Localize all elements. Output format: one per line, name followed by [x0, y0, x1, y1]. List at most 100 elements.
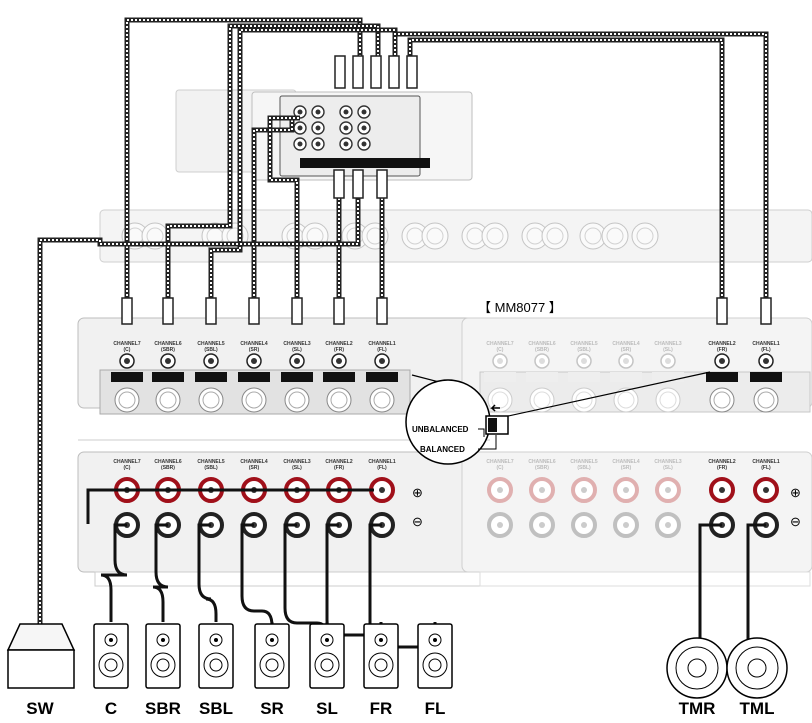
channel-sub: (SL) — [292, 465, 302, 471]
speaker-tml: TML — [726, 637, 788, 718]
channel-sub: (C) — [124, 465, 131, 471]
receiver-panel — [99, 89, 812, 263]
channel-sub: (SBR) — [161, 465, 175, 471]
channel-name: CHANNEL5 — [197, 341, 224, 347]
channel-name: CHANNEL1 — [752, 459, 779, 465]
amp-channel: CHANNEL3(SL)CHANNEL3(SL) — [652, 341, 684, 538]
channel-sub: (SR) — [249, 465, 260, 471]
channel-sub: (SR) — [621, 347, 632, 353]
channel-name: CHANNEL6 — [154, 341, 181, 347]
unbalanced-switch — [152, 372, 184, 382]
channel-name: CHANNEL4 — [240, 459, 267, 465]
channel-sub: (SBL) — [577, 347, 591, 353]
speaker-label: SBR — [145, 699, 181, 718]
unbalanced-switch — [526, 372, 558, 382]
unbalanced-switch — [281, 372, 313, 382]
channel-sub: (C) — [124, 347, 131, 353]
channel-name: CHANNEL3 — [654, 341, 681, 347]
callout-balanced: BALANCED — [420, 445, 465, 454]
speaker-label: SBL — [199, 699, 233, 718]
speaker-tmr: TMR — [666, 637, 728, 718]
channel-sub: (FR) — [717, 347, 727, 353]
amp-channel: CHANNEL2(FR)CHANNEL2(FR) — [706, 341, 738, 538]
speaker-label: FL — [425, 699, 446, 718]
channel-sub: (SL) — [663, 347, 673, 353]
plus-symbol-right: ⊕ — [790, 485, 801, 500]
channel-name: CHANNEL1 — [368, 459, 395, 465]
channel-sub: (FR) — [334, 347, 344, 353]
unbalance-bar — [300, 158, 430, 168]
switch-knob — [488, 418, 497, 432]
channel-sub: (SBR) — [161, 347, 175, 353]
channel-sub: (SBR) — [535, 347, 549, 353]
channel-sub: (SR) — [249, 347, 260, 353]
minus-symbol-right: ⊖ — [790, 514, 801, 529]
plus-symbol: ⊕ — [412, 485, 423, 500]
channel-name: CHANNEL6 — [528, 341, 555, 347]
channel-name: CHANNEL2 — [708, 341, 735, 347]
callout-unbalanced: UNBALANCED — [412, 425, 469, 434]
channel-name: CHANNEL1 — [368, 341, 395, 347]
channel-sub: (SBL) — [204, 347, 218, 353]
channel-sub: (FR) — [717, 465, 727, 471]
speaker-c: C — [93, 623, 129, 718]
cables — [37, 17, 772, 640]
channel-sub: (FL) — [377, 347, 387, 353]
channel-name: CHANNEL1 — [752, 341, 779, 347]
speaker-label: SL — [316, 699, 338, 718]
channel-sub: (SBL) — [577, 465, 591, 471]
amp-channel: CHANNEL7(C)CHANNEL7(C) — [484, 341, 516, 538]
channel-sub: (SL) — [292, 347, 302, 353]
amp-right: CHANNEL7(C)CHANNEL7(C)CHANNEL6(SBR)CHANN… — [461, 317, 812, 587]
channel-sub: (C) — [497, 465, 504, 471]
channel-name: CHANNEL2 — [325, 459, 352, 465]
channel-sub: (SL) — [663, 465, 673, 471]
channel-name: CHANNEL7 — [486, 341, 513, 347]
speaker-label: TML — [740, 699, 775, 718]
channel-name: CHANNEL5 — [570, 459, 597, 465]
amp-channel: CHANNEL4(SR)CHANNEL4(SR) — [610, 341, 642, 538]
channel-sub: (FR) — [334, 465, 344, 471]
speakers: SW C SBR SBL SR SL FR FL TMR TML — [6, 623, 788, 718]
channel-sub: (C) — [497, 347, 504, 353]
speaker-label: SW — [26, 699, 54, 718]
unbalanced-switch — [652, 372, 684, 382]
channel-name: CHANNEL4 — [240, 341, 267, 347]
unbalanced-switch — [610, 372, 642, 382]
channel-sub: (SBR) — [535, 465, 549, 471]
channel-name: CHANNEL7 — [113, 459, 140, 465]
unbalanced-switch — [195, 372, 227, 382]
channel-name: CHANNEL5 — [197, 459, 224, 465]
channel-name: CHANNEL3 — [283, 459, 310, 465]
unbalanced-switch — [323, 372, 355, 382]
channel-sub: (SBL) — [204, 465, 218, 471]
unbalanced-switch — [484, 372, 516, 382]
speaker-label: TMR — [679, 699, 716, 718]
minus-symbol: ⊖ — [412, 514, 423, 529]
channel-name: CHANNEL3 — [283, 341, 310, 347]
unbalanced-switch — [706, 372, 738, 382]
unbalanced-switch — [750, 372, 782, 382]
channel-name: CHANNEL6 — [154, 459, 181, 465]
channel-name: CHANNEL2 — [325, 341, 352, 347]
speaker-sbl: SBL — [198, 623, 234, 718]
speaker-sr: SR — [254, 623, 290, 718]
speaker-label: FR — [370, 699, 393, 718]
channel-sub: (FL) — [377, 465, 387, 471]
channel-name: CHANNEL4 — [612, 459, 639, 465]
speaker-sbr: SBR — [145, 623, 181, 718]
channel-name: CHANNEL7 — [113, 341, 140, 347]
channel-name: CHANNEL5 — [570, 341, 597, 347]
speaker-sl: SL — [309, 623, 345, 718]
channel-name: CHANNEL4 — [612, 341, 639, 347]
speaker-sw: SW — [6, 623, 76, 718]
model-tag: 【 MM8077 】 — [478, 300, 562, 315]
speaker-label: SR — [260, 699, 284, 718]
speaker-fl: FL — [417, 623, 453, 718]
channel-name: CHANNEL7 — [486, 459, 513, 465]
unbalanced-switch — [366, 372, 398, 382]
switch-callout: UNBALANCED BALANCED — [405, 371, 711, 465]
unbalanced-switch — [238, 372, 270, 382]
channel-name: CHANNEL6 — [528, 459, 555, 465]
